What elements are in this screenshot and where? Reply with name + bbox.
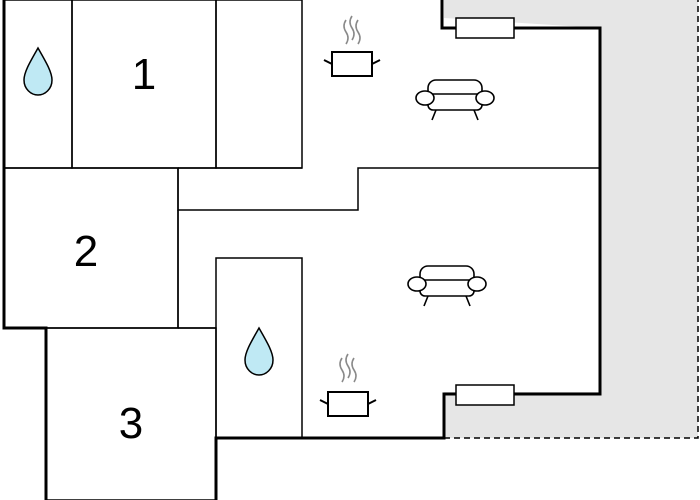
hallway-divider (177, 167, 600, 211)
window-icon (455, 17, 515, 39)
closet (215, 0, 303, 169)
sofa-icon (415, 79, 495, 121)
terrace-area (444, 0, 698, 438)
water-drop-icon (244, 326, 274, 376)
sofa-icon (407, 265, 487, 307)
outer-wall-left (2, 0, 48, 500)
room-number-2: 2 (74, 227, 98, 276)
cooking-pot-icon (323, 15, 381, 77)
terrace-dashed-border (444, 0, 699, 439)
cooking-pot-icon (319, 353, 377, 417)
window-icon (455, 384, 515, 406)
room-number-1: 1 (132, 50, 156, 99)
water-drop-icon (23, 46, 53, 96)
room-number-3: 3 (119, 399, 143, 448)
